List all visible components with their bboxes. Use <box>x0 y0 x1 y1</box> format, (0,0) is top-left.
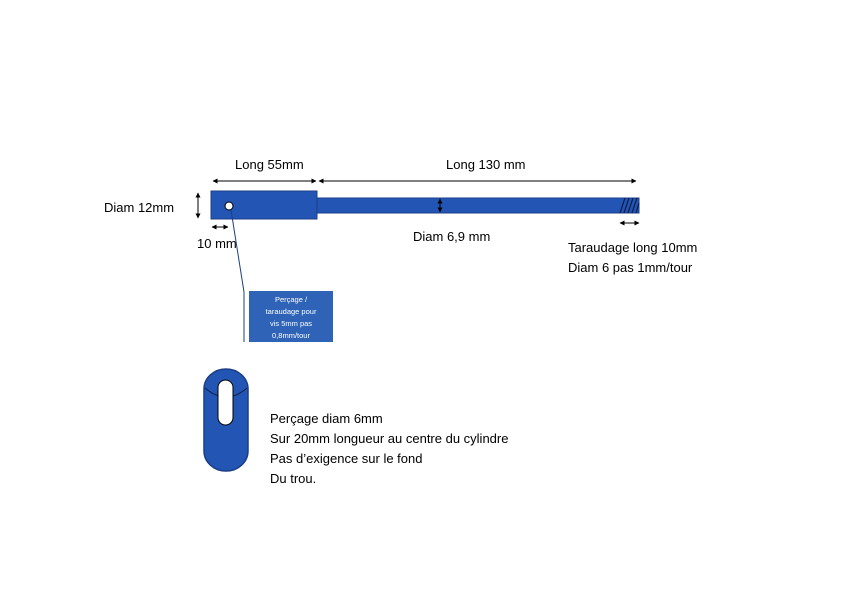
callout-line-1: Perçage / <box>275 295 308 304</box>
slot-hole <box>217 379 234 426</box>
callout-line-3: vis 5mm pas <box>270 319 312 328</box>
label-taraudage-2: Diam 6 pas 1mm/tour <box>568 260 693 275</box>
cross-hole <box>224 201 234 211</box>
label-diam-12: Diam 12mm <box>104 200 174 215</box>
callout-leader <box>230 209 245 293</box>
thread-hatch <box>619 197 640 214</box>
note-line-4: Du trou. <box>270 471 316 486</box>
label-taraudage-1: Taraudage long 10mm <box>568 240 697 255</box>
note-line-3: Pas d’exigence sur le fond <box>270 451 422 466</box>
label-long-55: Long 55mm <box>235 157 304 172</box>
callout-box <box>249 291 333 342</box>
callout-line-2: taraudage pour <box>266 307 317 316</box>
note-line-1: Perçage diam 6mm <box>270 411 383 426</box>
label-long-130: Long 130 mm <box>446 157 526 172</box>
label-10mm: 10 mm <box>197 236 237 251</box>
shaft-section <box>316 197 640 214</box>
label-diam-6-9: Diam 6,9 mm <box>413 229 490 244</box>
note-line-2: Sur 20mm longueur au centre du cylindre <box>270 431 508 446</box>
callout-line-4: 0,8mm/tour <box>272 331 310 340</box>
